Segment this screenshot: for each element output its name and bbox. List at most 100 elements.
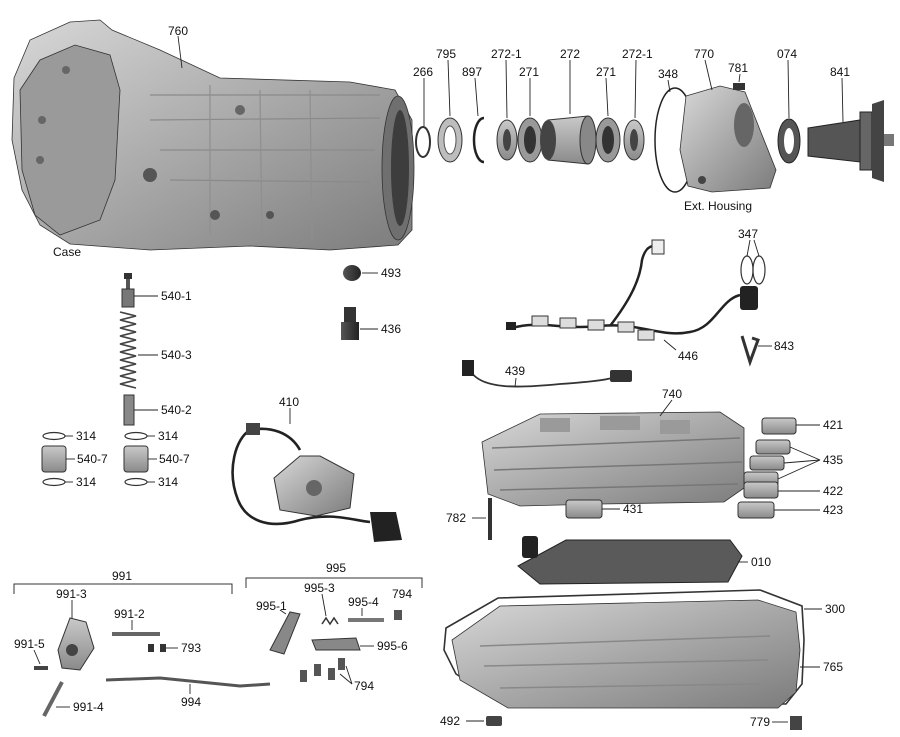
sensor-436 xyxy=(341,307,359,340)
label-347: 347 xyxy=(738,227,758,241)
label-314-2: 314 xyxy=(158,429,178,443)
label-795: 795 xyxy=(436,47,456,61)
bolt-782 xyxy=(488,498,492,540)
leader-781 xyxy=(738,73,741,83)
snapring-897 xyxy=(472,116,485,164)
label-314-1: 314 xyxy=(76,429,96,443)
label-314-4: 314 xyxy=(158,475,178,489)
label-991: 991 xyxy=(112,569,132,583)
label-439: 439 xyxy=(505,364,525,378)
label-995: 995 xyxy=(326,561,346,575)
pin-991-5 xyxy=(34,666,48,670)
bolt-779 xyxy=(790,716,802,730)
oil-pan-765 xyxy=(451,599,801,709)
label-897: 897 xyxy=(462,65,482,79)
spring-995-3 xyxy=(321,616,339,626)
label-995-6: 995-6 xyxy=(377,639,408,653)
label-781: 781 xyxy=(728,61,748,75)
label-348: 348 xyxy=(658,67,678,81)
label-760: 760 xyxy=(168,24,188,38)
leader-272-1-right xyxy=(634,59,637,119)
label-540-2: 540-2 xyxy=(161,403,192,417)
gasket-300 xyxy=(443,589,805,705)
label-446: 446 xyxy=(678,349,698,363)
sleeve-272 xyxy=(540,120,556,160)
label-410: 410 xyxy=(279,395,299,409)
label-074: 074 xyxy=(777,47,797,61)
pin-995-4 xyxy=(348,618,384,622)
label-794-top: 794 xyxy=(392,587,412,601)
label-case: Case xyxy=(53,245,81,259)
oring-314-2 xyxy=(124,431,148,441)
label-493: 493 xyxy=(381,266,401,280)
race-272-1-left xyxy=(503,129,511,151)
label-995-3: 995-3 xyxy=(304,581,335,595)
seal-074 xyxy=(784,128,794,154)
bolt-781 xyxy=(733,83,745,90)
lever-995-1 xyxy=(269,611,301,655)
oring-347-a xyxy=(740,255,754,285)
leader-897 xyxy=(474,77,479,117)
oring-266 xyxy=(415,126,431,158)
leader-841 xyxy=(841,77,844,123)
label-421: 421 xyxy=(823,418,843,432)
leader-740 xyxy=(659,399,673,417)
clip-843 xyxy=(740,335,760,367)
label-272-1-right: 272-1 xyxy=(622,47,653,61)
label-540-7-left: 540-7 xyxy=(77,452,108,466)
label-779: 779 xyxy=(750,715,770,729)
shaft-991-4 xyxy=(42,681,64,717)
leader-074 xyxy=(787,59,790,119)
label-991-5: 991-5 xyxy=(14,637,45,651)
solenoid-431 xyxy=(565,499,603,519)
oring-314-3 xyxy=(42,477,66,487)
label-272: 272 xyxy=(560,47,580,61)
leader-446 xyxy=(663,339,677,351)
bearing-271-right xyxy=(602,126,614,154)
label-994: 994 xyxy=(181,695,201,709)
leader-770 xyxy=(704,59,713,91)
label-010: 010 xyxy=(751,555,771,569)
leader-760 xyxy=(177,35,183,69)
label-436: 436 xyxy=(381,322,401,336)
plug-493 xyxy=(343,265,361,281)
leader-439 xyxy=(514,377,517,388)
oring-314-4 xyxy=(124,477,148,487)
label-ext-housing: Ext. Housing xyxy=(684,199,752,213)
solenoid-435-b xyxy=(749,455,785,471)
label-266: 266 xyxy=(413,65,433,79)
wiring-harness-446 xyxy=(506,239,758,341)
label-770: 770 xyxy=(694,47,714,61)
rod-994 xyxy=(105,676,271,688)
bolt-794-b xyxy=(314,664,321,676)
bolt-794-top xyxy=(394,610,402,620)
transmission-case xyxy=(11,19,415,251)
label-841: 841 xyxy=(830,65,850,79)
drain-plug-492 xyxy=(486,716,502,726)
bracket-991 xyxy=(13,583,233,594)
label-314-3: 314 xyxy=(76,475,96,489)
label-540-3: 540-3 xyxy=(161,348,192,362)
range-sensor-410 xyxy=(231,423,402,542)
bolt-794-a xyxy=(300,670,307,682)
extension-housing-770 xyxy=(679,85,777,193)
solenoid-422 xyxy=(743,481,779,499)
leader-272-1-left xyxy=(505,59,508,119)
leader-795 xyxy=(447,59,451,117)
label-435: 435 xyxy=(823,453,843,467)
lever-991-3 xyxy=(57,617,95,671)
label-271-left: 271 xyxy=(519,65,539,79)
bracket-995 xyxy=(245,577,423,588)
label-540-1: 540-1 xyxy=(161,289,192,303)
label-540-7-right: 540-7 xyxy=(159,452,190,466)
seal-795 xyxy=(443,125,457,155)
plate-991-2 xyxy=(112,632,160,636)
label-300: 300 xyxy=(825,602,845,616)
leader-348 xyxy=(667,79,671,93)
filter-010 xyxy=(517,536,743,585)
bearing-271-left xyxy=(524,126,536,154)
label-782: 782 xyxy=(446,511,466,525)
label-995-4: 995-4 xyxy=(348,595,379,609)
plate-995-6 xyxy=(311,637,361,651)
